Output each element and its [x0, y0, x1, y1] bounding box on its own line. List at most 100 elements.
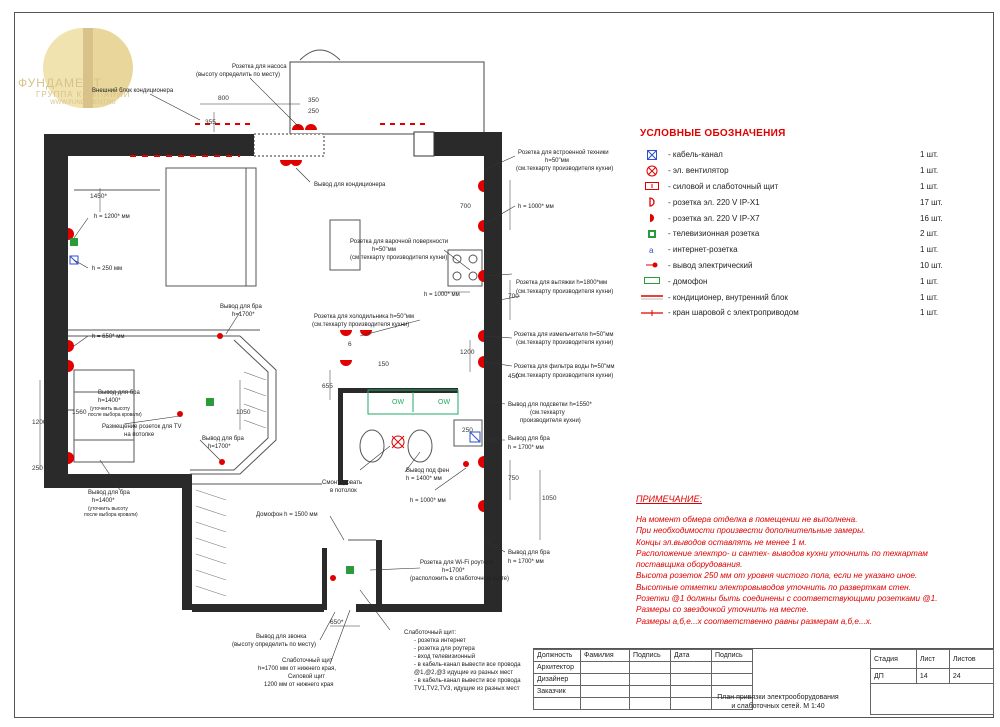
sheet-frame	[14, 12, 994, 718]
stamp-header: Подпись	[629, 649, 671, 662]
internet-socket-icon: a	[640, 245, 664, 255]
legend-row: - эл. вентилятор 1 шт.	[640, 163, 960, 179]
note-line: На момент обмера отделка в помещении не …	[636, 515, 858, 524]
fan-icon	[640, 165, 664, 177]
callout-hob-note: (см.техкарту производителя кухни)	[350, 255, 447, 261]
callout-light: Вывод для подсветки h=1550*	[508, 402, 593, 408]
note-line: Розетки @1 должны быть соединены с соотв…	[636, 594, 938, 604]
callout-hob-h: h=50"мм	[372, 247, 396, 253]
callout-bell-note: (высоту определить по месту)	[232, 642, 316, 648]
callout-sconce-e-note1: (уточнить высоту	[88, 506, 128, 512]
callout-h250: h = 250 мм	[92, 266, 122, 272]
legend-label: - кондиционер, внутренний блок	[668, 292, 788, 302]
callout-sconce-d: Вывод для бра	[508, 436, 550, 442]
callout-dryer: Вывод под фен	[406, 468, 449, 474]
dim-value: 1560	[72, 409, 87, 416]
fan-symbol	[391, 435, 405, 449]
panel-icon	[640, 182, 664, 191]
legend-label: - силовой и слаботочный щит	[668, 181, 779, 191]
stamp-header: Дата	[670, 649, 712, 662]
note-line: Размеры а,б,е...х соответственно равны р…	[636, 616, 873, 626]
callout-sconce-c: Вывод для бра	[202, 436, 244, 442]
walls	[44, 132, 502, 612]
legend-row: - розетка эл. 220 V IP-X1 17 шт.	[640, 194, 960, 210]
callout-filter-note: (см.техкарту производителя кухни)	[516, 373, 613, 379]
ow-label-1: OW	[392, 399, 404, 406]
stamp-right-header: Лист	[915, 649, 950, 669]
lowcur-item: - розетка интернет	[414, 638, 466, 644]
callout-dryer-h: h = 1400* мм	[406, 476, 442, 482]
stamp-header: Фамилия	[580, 649, 630, 662]
callout-h650: h = 650* мм	[92, 334, 124, 340]
callout-lowcur-h: h=1700 мм от нижнего края,	[258, 666, 336, 672]
callouts: Розетка для насоса (высоту определить по…	[84, 64, 615, 692]
legend-count: 2 шт.	[920, 229, 939, 239]
callout-sconce-a: Вывод для бра	[220, 304, 262, 310]
callout-builtin-note: (см.техкарту производителя кухни)	[516, 166, 613, 172]
intercom-icon	[640, 277, 664, 285]
callout-h1200: h = 1200* мм	[94, 214, 130, 220]
stamp-header: Подпись	[711, 649, 753, 662]
ac-unit-icon	[640, 293, 664, 301]
lowcur-item: - розетка для роутера	[414, 646, 475, 652]
legend-row: - телевизионная розетка 2 шт.	[640, 226, 960, 242]
callout-light-note1: (см.техкарту	[530, 410, 565, 416]
callout-sconce-f: Вывод для бра	[508, 550, 550, 556]
dim-value: 150	[378, 361, 389, 368]
legend-row: - домофон 1 шт.	[640, 273, 960, 289]
dim-value: 700	[508, 293, 519, 300]
note-line: поставщика оборудования.	[636, 560, 743, 570]
legend-count: 1 шт.	[920, 166, 939, 176]
lowcur-item: - в кабель-канал вывести все провода	[414, 678, 521, 684]
callout-sconce-d-h: h = 1700* мм	[508, 445, 544, 451]
logo-mark	[43, 28, 133, 108]
callout-bell: Вывод для звонка	[256, 634, 307, 640]
callout-sconce-a-h: h=1700*	[232, 312, 255, 318]
callout-intercom: Домофон h = 1500 мм	[256, 512, 318, 518]
callout-builtin-h: h=50"мм	[545, 158, 569, 164]
dim-value: 1200	[460, 349, 475, 356]
title-block: Должность Фамилия Подпись Дата Подпись А…	[533, 648, 995, 719]
callout-wifi-h: h=1700*	[442, 568, 465, 574]
dim-value: 350	[308, 97, 319, 104]
callout-hood: Розетка для вытяжки h=1800*мм	[516, 280, 607, 286]
callout-sconce-e-h: h=1400*	[92, 498, 115, 504]
dim-value: 1200	[32, 419, 47, 426]
note-line: Концы эл.выводов оставлять не менее 1 м.	[636, 537, 807, 547]
callout-ac-outlet: Вывод для кондиционера	[314, 182, 386, 188]
legend-count: 1 шт.	[920, 181, 939, 191]
stamp-role: Архитектор	[533, 661, 581, 674]
callout-sconce-b-note2: после выбора кровати)	[88, 412, 142, 418]
callout-tv1: Размещение розеток для TV	[102, 424, 181, 430]
red-runs	[130, 123, 430, 157]
stamp-role: Заказчик	[533, 685, 581, 698]
callout-power-h: 1200 мм от нижнего края	[264, 682, 334, 688]
dim-value: 355	[205, 119, 216, 126]
stamp-stage: ДП	[870, 668, 917, 684]
callout-light-note2: производителя кухни)	[520, 418, 581, 424]
callout-wifi-note: (расположить в слаботочном щите)	[410, 576, 509, 582]
callout-lowcur: Слаботочный щит	[282, 657, 333, 664]
dim-value: 450	[508, 373, 519, 380]
legend-count: 1 шт.	[920, 245, 939, 255]
dim-value: 700	[460, 203, 471, 210]
stamp-title-line: План привязки электрооборудования	[717, 694, 839, 701]
callout-power: Силовой щит	[288, 673, 325, 680]
note-line: Расположение электро- и сантех- выводов …	[636, 548, 928, 558]
legend-count: 1 шт.	[920, 308, 939, 318]
dimension-values: 800 350 250 355 1450* 700 700 1200 1050 …	[32, 95, 557, 626]
stamp-title: План привязки электрооборудования и слаб…	[693, 693, 863, 711]
note-line: При необходимости произвести дополнитель…	[636, 526, 866, 536]
legend-row: - силовой и слаботочный щит 1 шт.	[640, 179, 960, 195]
legend-label: - вывод электрический	[668, 260, 753, 270]
callout-sconce-b-note1: (уточнить высоту	[90, 406, 130, 412]
callout-pump-note: (высоту определить по месту)	[196, 72, 280, 78]
callout-sconce-b: Вывод для бра	[98, 390, 140, 396]
dim-value: 1050	[236, 409, 251, 416]
balcony-outline	[289, 61, 485, 135]
legend-label: - домофон	[668, 276, 708, 286]
cable-channel-icon	[640, 149, 664, 160]
legend-row: - кабель-канал 1 шт.	[640, 147, 960, 163]
legend-row: a - интернет-розетка 1 шт.	[640, 242, 960, 258]
logo-name: ФУНДАМЕНТ	[18, 76, 102, 90]
